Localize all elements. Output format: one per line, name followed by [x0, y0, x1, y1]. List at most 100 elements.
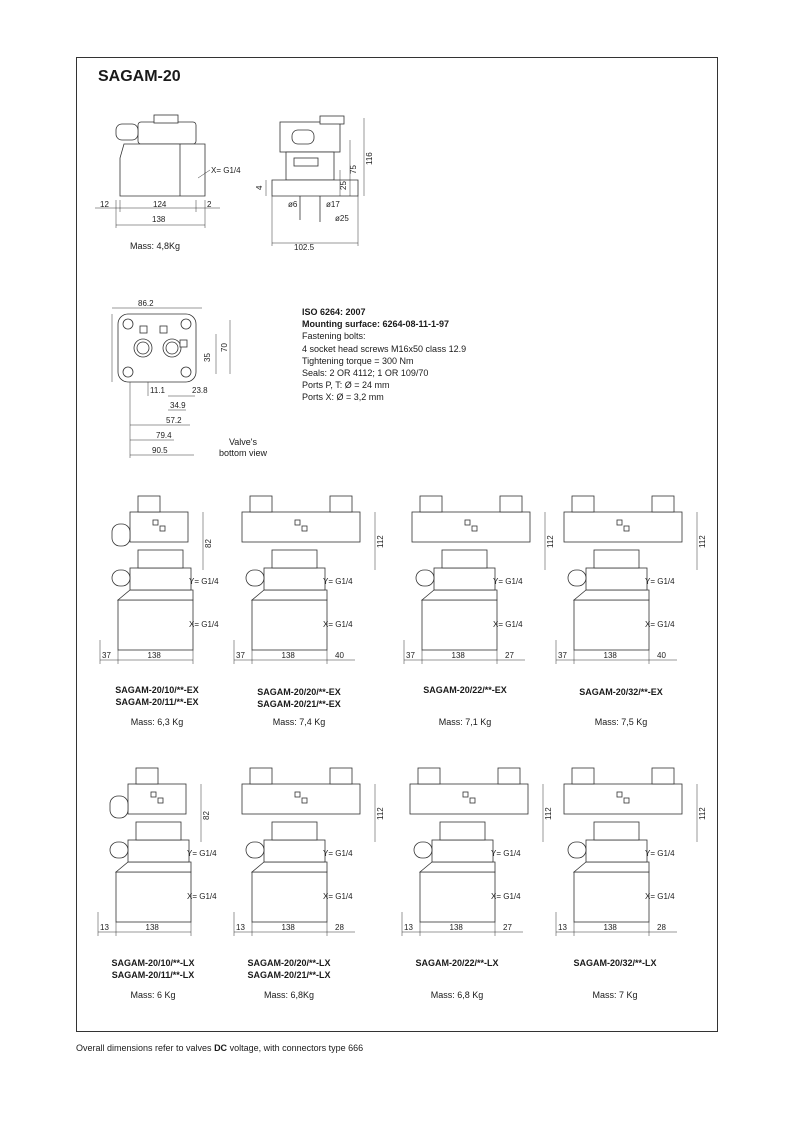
ex-variant-4-port-y-label: Y= G1/4	[645, 577, 675, 586]
lx-variant-4-dim-left: 13	[558, 923, 567, 932]
lx-variant-4-dim-height-label: 112	[698, 807, 707, 820]
lx-variant-2-pilot	[263, 839, 326, 863]
lx-variant-1-port-x-label: X= G1/4	[187, 892, 217, 901]
lx-variant-4-mass: Mass: 7 Kg	[592, 990, 638, 1000]
ex-variant-2-line2: SAGAM-20/21/**-EX	[257, 699, 341, 709]
dim-front-phi25: ø25	[335, 214, 349, 223]
lx-variant-2-connector-b	[329, 767, 353, 785]
dim-bv-794: 79.4	[156, 431, 172, 440]
lx-variant-2-port-b	[301, 797, 308, 804]
ex-variant-3-pilot-cap	[415, 569, 435, 587]
ex-variant-1-port-b	[159, 525, 166, 532]
ex-variant-3-mass: Mass: 7,1 Kg	[438, 717, 492, 727]
ex-variant-1-body	[117, 599, 194, 651]
ex-variant-1-port-x-label: X= G1/4	[189, 620, 219, 629]
ex-variant-4-connector-a	[571, 495, 595, 513]
ex-variant-2-model: SAGAM-20/20/**-EX SAGAM-20/21/**-EX	[234, 686, 364, 710]
page-title: SAGAM-20	[98, 68, 181, 85]
lx-variant-4-port-x-label: X= G1/4	[645, 892, 675, 901]
ex-variant-2-port-b	[301, 525, 308, 532]
ex-variant-2-dim-width: 138	[282, 651, 296, 660]
ex-variant-2-stage	[271, 549, 318, 569]
lx-variant-1-line1: SAGAM-20/10/**-LX	[111, 958, 195, 968]
lx-variant-4-connector-a	[571, 767, 595, 785]
lx-variant-1-line2: SAGAM-20/11/**-LX	[111, 970, 195, 980]
ex-variant-1-pilot-cap	[111, 569, 131, 587]
dim-front-116: 116	[365, 152, 374, 165]
lx-variant-2-port-a	[294, 791, 301, 798]
lx-variant-1-dim-height-label: 82	[202, 811, 211, 820]
ex-variant-4-solenoid	[563, 511, 683, 543]
ex-variant-1-solenoid	[129, 511, 189, 543]
ex-variant-2-line1: SAGAM-20/20/**-EX	[257, 687, 341, 697]
page-frame	[76, 57, 718, 1032]
dim-bv-862: 86.2	[138, 299, 154, 308]
dim-side-total: 138	[152, 215, 166, 224]
bottom-view-drawing	[111, 307, 231, 458]
lx-variant-2-line2: SAGAM-20/21/**-LX	[247, 970, 331, 980]
lx-variant-3-dim-width: 138	[450, 923, 464, 932]
dim-front-phi17: ø17	[326, 200, 340, 209]
ex-variant-3-connector-a	[419, 495, 443, 513]
lx-variant-2-stage	[271, 821, 318, 841]
lx-variant-1-pilot-cap	[109, 841, 129, 859]
dim-front-4: 4	[255, 185, 264, 190]
lx-variant-1-pilot	[127, 839, 190, 863]
ex-variant-4-dim-width: 138	[604, 651, 618, 660]
lx-variant-2-connector-a	[249, 767, 273, 785]
lx-variant-4-connector-b	[651, 767, 675, 785]
ex-variant-1-line1: SAGAM-20/10/**-EX	[115, 685, 199, 695]
ex-variant-2-pilot-cap	[245, 569, 265, 587]
ex-variant-3-dim-right: 27	[505, 651, 514, 660]
spec-mounting: Mounting surface: 6264-08-11-1-97	[302, 319, 450, 330]
ex-variant-3-line1: SAGAM-20/22/**-EX	[423, 685, 507, 695]
ex-variant-1-line2: SAGAM-20/11/**-EX	[115, 697, 199, 707]
ex-variant-4-connector-b	[651, 495, 675, 513]
lx-variant-1-port-b	[157, 797, 164, 804]
ex-variant-2-body-top	[250, 589, 328, 601]
bottom-view-caption: Valve's bottom view	[208, 437, 278, 459]
dim-side-left: 12	[100, 200, 109, 209]
lx-variant-4-dim-right: 28	[657, 923, 666, 932]
lx-variant-1-dim-left: 13	[100, 923, 109, 932]
ex-variant-1-connector-a	[137, 495, 161, 513]
ex-variant-3-solenoid	[411, 511, 531, 543]
ex-variant-2-dim-height-label: 112	[376, 535, 385, 548]
ex-variant-2-port-a	[294, 519, 301, 526]
ex-variant-2-solenoid	[241, 511, 361, 543]
dim-front-75: 75	[349, 165, 358, 174]
side-view-drawing	[95, 114, 220, 228]
lx-variant-1-connector-a	[135, 767, 159, 785]
lx-variant-2-model: SAGAM-20/20/**-LX SAGAM-20/21/**-LX	[224, 957, 354, 981]
ex-variant-4-port-a	[616, 519, 623, 526]
ex-variant-1-dim-height-label: 82	[204, 539, 213, 548]
ex-variant-3-dim-height-label: 112	[546, 535, 555, 548]
spec-bolts: 4 socket head screws M16x50 class 12.9	[302, 343, 467, 354]
lx-variant-2-dim-height-label: 112	[376, 807, 385, 820]
ex-variant-2-port-y-label: Y= G1/4	[323, 577, 353, 586]
lx-variant-3-pilot	[431, 839, 494, 863]
lx-variant-1-mass: Mass: 6 Kg	[130, 990, 176, 1000]
footer-post: voltage, with connectors type 666	[227, 1043, 364, 1053]
dim-side-right: 2	[207, 200, 212, 209]
lx-variant-4-model: SAGAM-20/32/**-LX	[550, 957, 680, 969]
lx-variant-1-port-a	[150, 791, 157, 798]
dim-bv-905: 90.5	[152, 446, 168, 455]
ex-variant-4-model: SAGAM-20/32/**-EX	[556, 686, 686, 698]
spec-standard: ISO 6264: 2007	[302, 307, 366, 317]
lx-variant-2-port-x-label: X= G1/4	[323, 892, 353, 901]
lx-variant-4-pilot	[585, 839, 648, 863]
ex-variant-2-connector-b	[329, 495, 353, 513]
lx-variant-3-dim-right: 27	[503, 923, 512, 932]
ex-variant-4-body	[573, 599, 650, 651]
ex-variant-4-line1: SAGAM-20/32/**-EX	[579, 687, 663, 697]
lx-variant-3-port-x-label: X= G1/4	[491, 892, 521, 901]
lx-variant-2-solenoid	[241, 783, 361, 815]
spec-bolts-label: Fastening bolts:	[302, 331, 366, 342]
ex-variant-3-connector-b	[499, 495, 523, 513]
lx-variant-1-body	[115, 871, 192, 923]
dim-bv-349: 34.9	[170, 401, 186, 410]
lx-variant-3-pilot-cap	[413, 841, 433, 859]
